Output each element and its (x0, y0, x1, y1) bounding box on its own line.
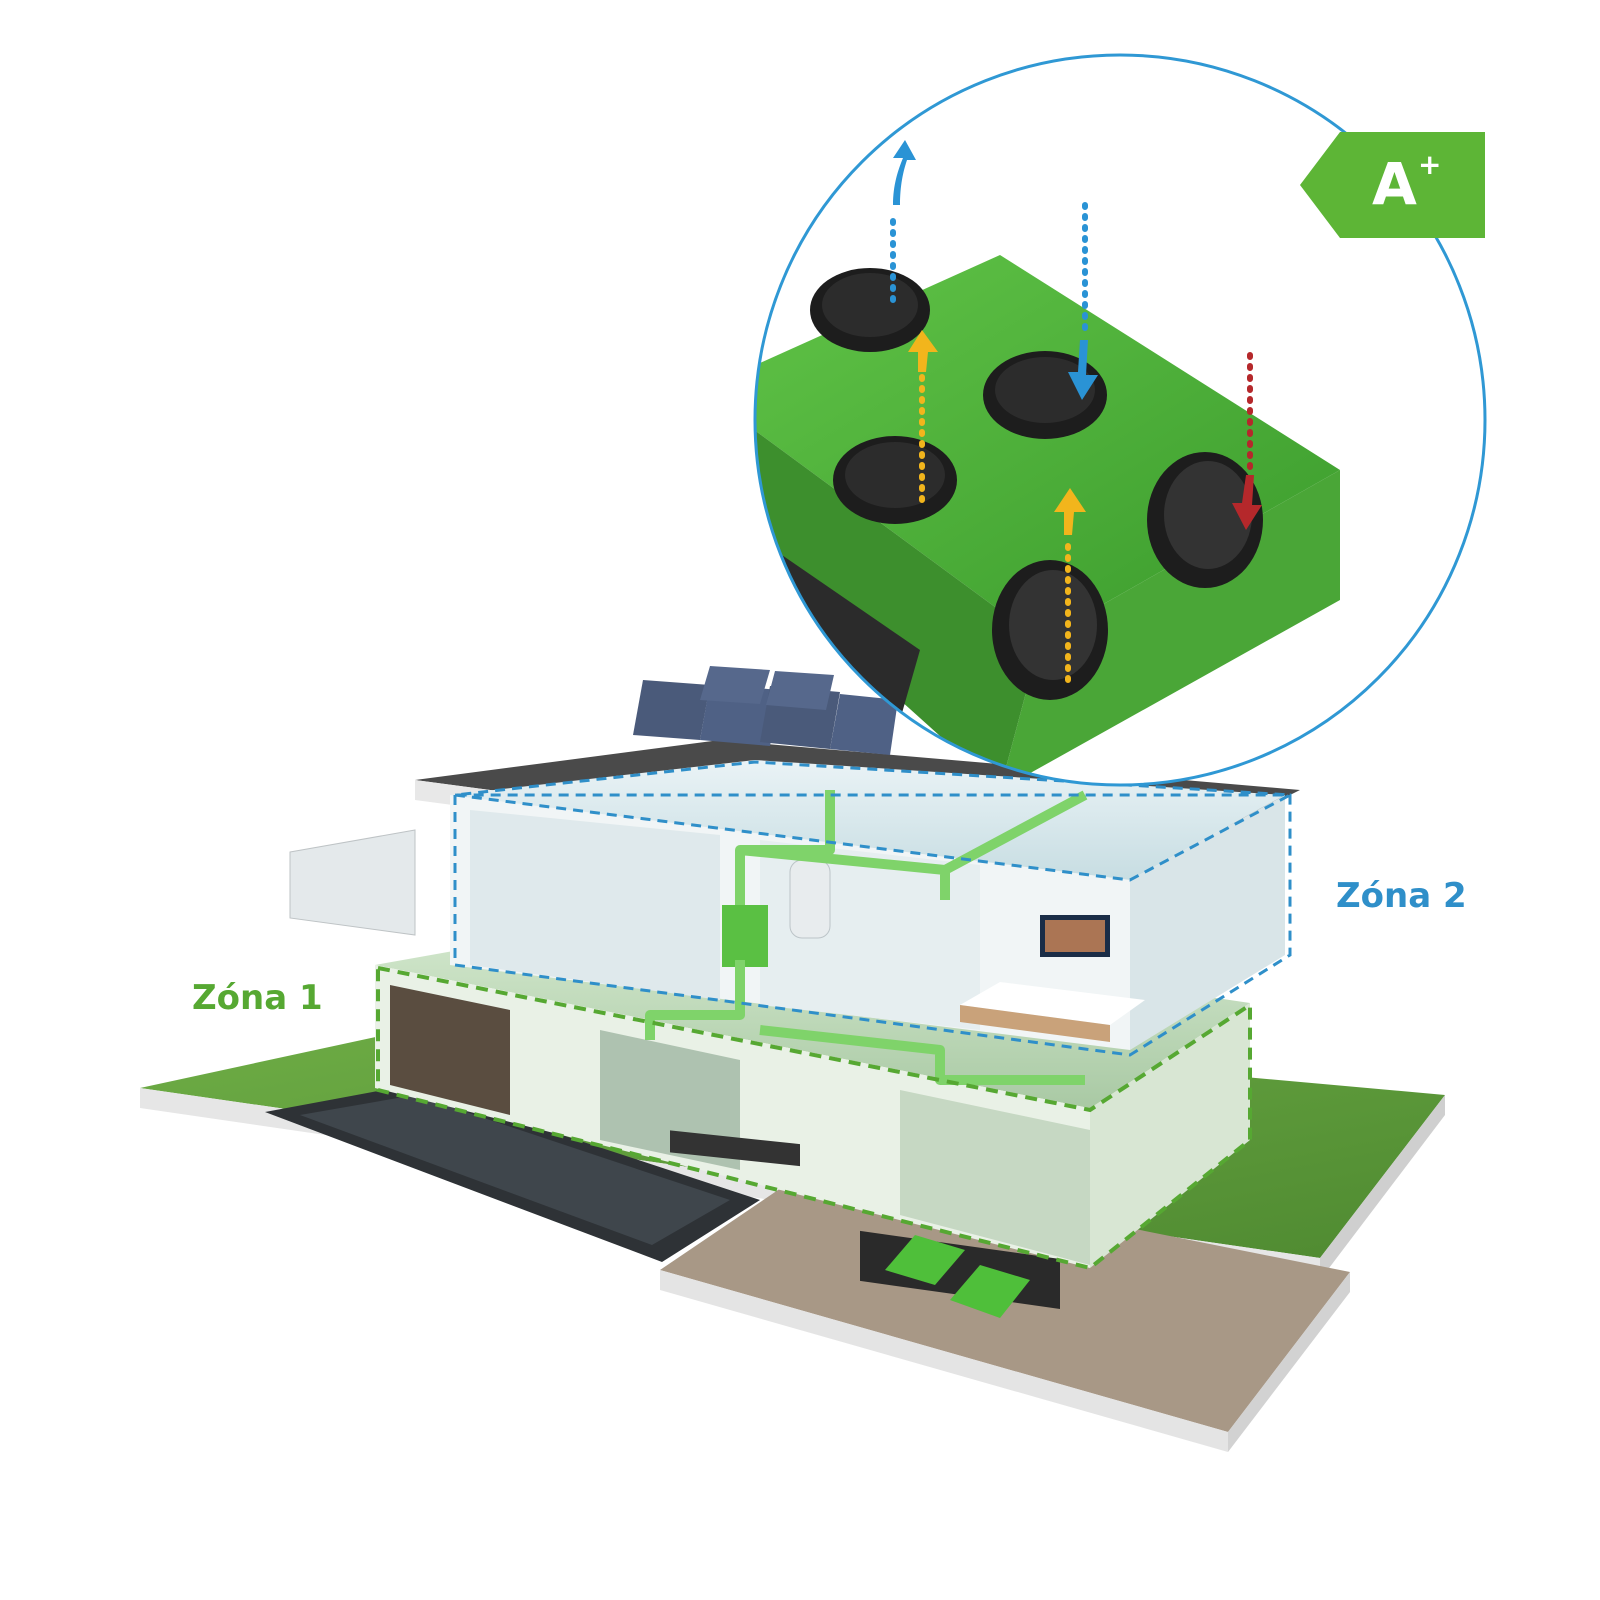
energy-class-letter: A (1372, 150, 1417, 218)
zone-1-outline (376, 965, 1252, 1271)
airflow-blue-up-arrow (893, 140, 916, 205)
airflow-blue-down-arrow (1068, 340, 1098, 400)
energy-class-superscript: + (1418, 148, 1442, 181)
airflow-yellow-arrow-2 (1054, 488, 1086, 535)
upper-floor (450, 760, 1285, 880)
energy-badge (1300, 132, 1485, 238)
zone-1-label: Zóna 1 (192, 978, 323, 1018)
airflow-red-arrow (1232, 475, 1262, 530)
zone-2-label: Zóna 2 (1336, 876, 1467, 916)
house-cutaway (289, 666, 1300, 1318)
ports (810, 268, 1263, 700)
airflow-yellow-arrow-1 (908, 330, 938, 372)
detail-magnifier (753, 53, 1487, 787)
duct-network (645, 790, 1088, 1085)
solar-panels (633, 666, 898, 755)
zone-2-outline (454, 760, 1296, 882)
ventilation-unit (722, 905, 768, 967)
device-front (755, 390, 1040, 785)
detail-circle-outline (753, 53, 1487, 787)
